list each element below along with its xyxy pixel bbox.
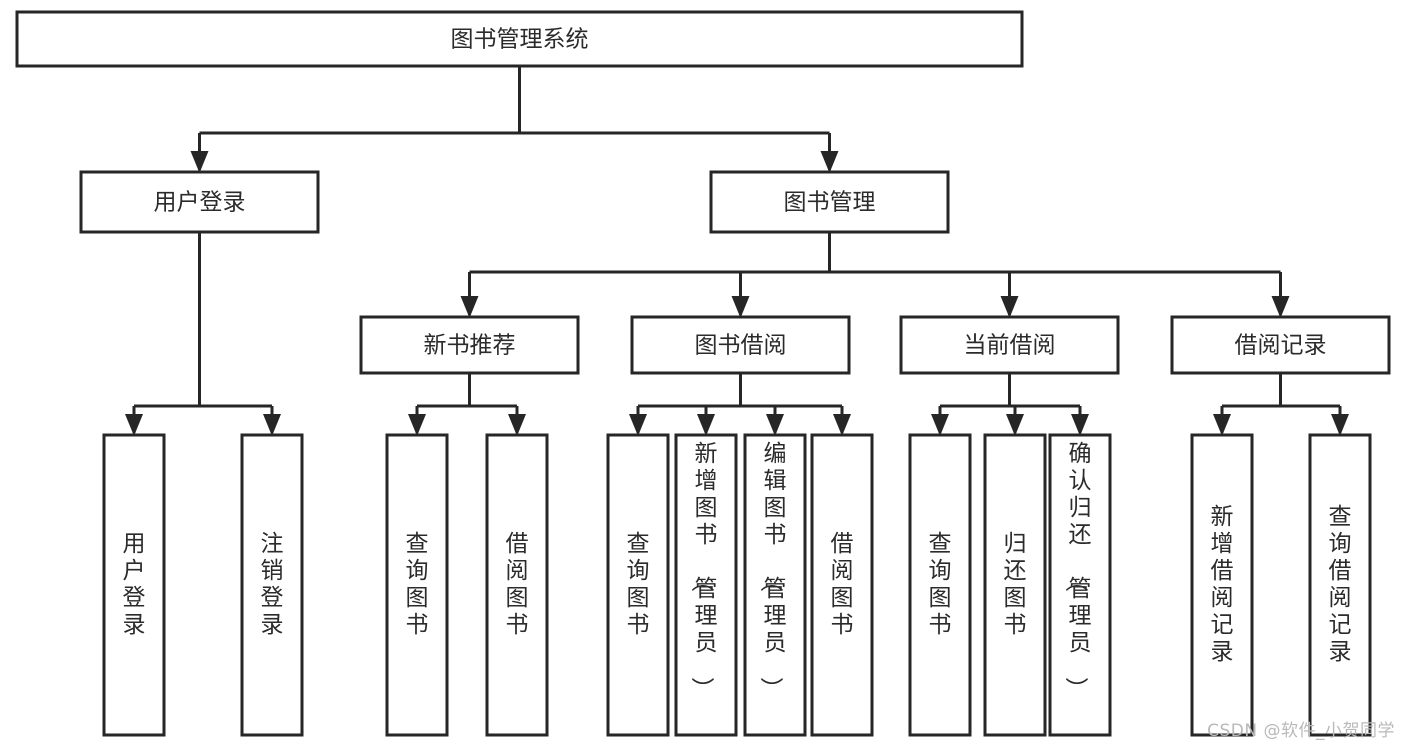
node-leaf[interactable]: 查询图书 xyxy=(908,433,972,737)
node-label: 用户登录 xyxy=(123,531,146,638)
node-box[interactable] xyxy=(606,433,670,737)
node-leaf[interactable]: 新增图书（管理员） xyxy=(674,433,738,737)
arrow-head-icon xyxy=(460,296,479,318)
arrow-head-icon xyxy=(931,414,949,436)
node-label: 确认归还（管理员） xyxy=(1063,441,1092,700)
node-box[interactable] xyxy=(743,433,807,737)
arrow-head-icon xyxy=(190,151,209,173)
node-leaf[interactable]: 编辑图书（管理员） xyxy=(743,433,807,737)
node-root[interactable]: 图书管理系统 xyxy=(15,10,1024,68)
node-label: 借阅记录 xyxy=(1235,333,1327,359)
node-label: 图书管理 xyxy=(784,190,876,216)
arrow-head-icon xyxy=(697,414,715,436)
node-box[interactable] xyxy=(630,315,851,375)
node-leaf[interactable]: 查询图书 xyxy=(606,433,670,737)
node-label: 用户登录 xyxy=(154,190,246,216)
node-label: 编辑图书（管理员） xyxy=(758,441,787,700)
nodes-layer: 图书管理系统用户登录图书管理新书推荐图书借阅当前借阅借阅记录用户登录注销登录查询… xyxy=(15,10,1391,737)
node-box[interactable] xyxy=(485,433,549,737)
node-box[interactable] xyxy=(1190,433,1254,737)
node-label: 查询图书 xyxy=(627,531,650,638)
csdn-watermark: CSDN @软件_小贺同学 xyxy=(1207,721,1395,741)
node-box[interactable] xyxy=(15,10,1024,68)
node-label: 借阅图书 xyxy=(831,531,854,638)
node-box[interactable] xyxy=(240,433,304,737)
node-box[interactable] xyxy=(908,433,972,737)
arrow-head-icon xyxy=(820,151,839,173)
node-box[interactable] xyxy=(102,433,166,737)
node-box[interactable] xyxy=(385,433,449,737)
arrow-head-icon xyxy=(263,414,281,436)
node-label: 查询图书 xyxy=(929,531,952,638)
node-box[interactable] xyxy=(1170,315,1391,375)
node-box[interactable] xyxy=(810,433,874,737)
arrow-head-icon xyxy=(1000,296,1019,318)
arrow-head-icon xyxy=(408,414,426,436)
node-label: 图书管理系统 xyxy=(451,27,589,53)
node-box[interactable] xyxy=(899,315,1120,375)
node-level3[interactable]: 借阅记录 xyxy=(1170,315,1391,375)
node-leaf[interactable]: 新增借阅记录 xyxy=(1190,433,1254,737)
node-label: 归还图书 xyxy=(1004,531,1027,638)
arrow-head-icon xyxy=(1271,296,1290,318)
arrow-head-icon xyxy=(766,414,784,436)
node-box[interactable] xyxy=(983,433,1047,737)
node-box[interactable] xyxy=(359,315,580,375)
node-level3[interactable]: 图书借阅 xyxy=(630,315,851,375)
node-leaf[interactable]: 确认归还（管理员） xyxy=(1048,433,1112,737)
arrow-head-icon xyxy=(1213,414,1231,436)
arrow-head-icon xyxy=(833,414,851,436)
node-leaf[interactable]: 借阅图书 xyxy=(485,433,549,737)
node-label: 当前借阅 xyxy=(964,333,1056,359)
node-level2[interactable]: 图书管理 xyxy=(709,170,950,234)
node-label: 借阅图书 xyxy=(506,531,529,638)
node-label: 图书借阅 xyxy=(695,333,787,359)
node-label: 新增图书（管理员） xyxy=(689,441,718,700)
arrow-head-icon xyxy=(125,414,143,436)
arrow-head-icon xyxy=(1071,414,1089,436)
node-label: 查询借阅记录 xyxy=(1329,504,1352,665)
node-label: 注销登录 xyxy=(261,531,284,638)
node-box[interactable] xyxy=(1308,433,1372,737)
arrow-head-icon xyxy=(1331,414,1349,436)
node-leaf[interactable]: 查询图书 xyxy=(385,433,449,737)
node-leaf[interactable]: 查询借阅记录 xyxy=(1308,433,1372,737)
edges-layer xyxy=(125,66,1349,436)
arrow-head-icon xyxy=(629,414,647,436)
node-box[interactable] xyxy=(1048,433,1112,737)
node-label: 新书推荐 xyxy=(424,333,516,359)
node-label: 新增借阅记录 xyxy=(1211,504,1234,665)
node-level3[interactable]: 当前借阅 xyxy=(899,315,1120,375)
node-leaf[interactable]: 借阅图书 xyxy=(810,433,874,737)
node-box[interactable] xyxy=(709,170,950,234)
node-leaf[interactable]: 注销登录 xyxy=(240,433,304,737)
node-level2[interactable]: 用户登录 xyxy=(79,170,320,234)
node-leaf[interactable]: 归还图书 xyxy=(983,433,1047,737)
node-leaf[interactable]: 用户登录 xyxy=(102,433,166,737)
arrow-head-icon xyxy=(1006,414,1024,436)
node-label: 查询图书 xyxy=(406,531,429,638)
node-box[interactable] xyxy=(79,170,320,234)
node-level3[interactable]: 新书推荐 xyxy=(359,315,580,375)
node-box[interactable] xyxy=(674,433,738,737)
arrow-head-icon xyxy=(508,414,526,436)
arrow-head-icon xyxy=(731,296,750,318)
